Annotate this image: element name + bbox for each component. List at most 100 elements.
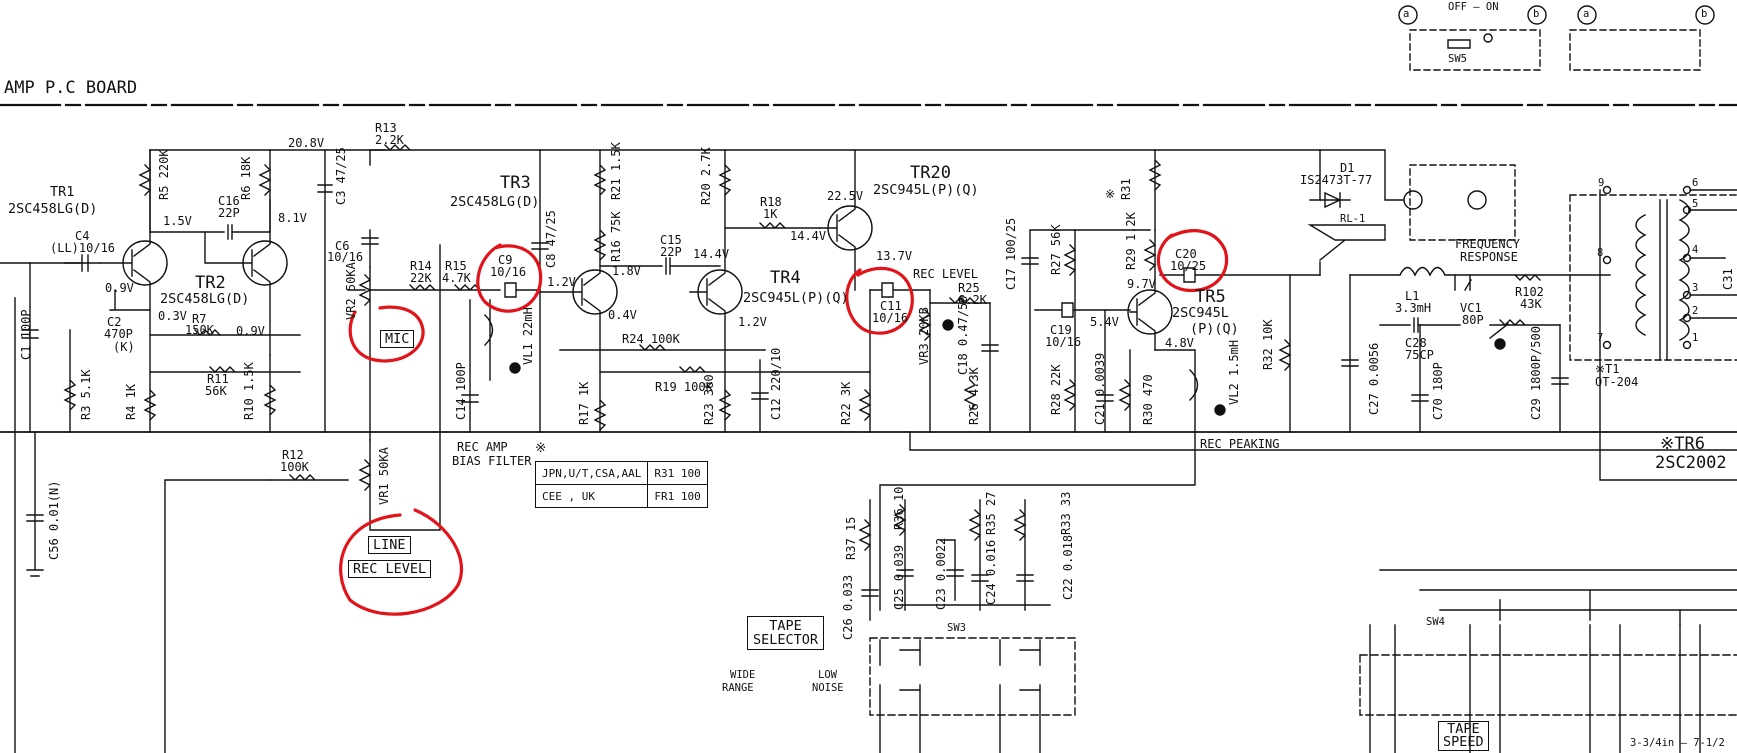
r35-label: R35 27 (984, 491, 998, 535)
switch-off-on: OFF — ON (1448, 1, 1499, 13)
c11-value: 10/16 (872, 311, 909, 325)
r13-value: 2.2K (375, 133, 404, 147)
c31-label: C31 (1721, 268, 1735, 290)
tr4-ref: TR4 (770, 268, 801, 288)
voltage-1-2v-b: 1.2V (738, 315, 767, 329)
vc1-value: 80P (1462, 313, 1484, 327)
t1-pin-9: 9 (1598, 177, 1605, 189)
rec-level-box-label: REC LEVEL (348, 560, 432, 578)
c25-label: C25 0.039 (892, 544, 906, 610)
c19-value: 10/16 (1045, 335, 1082, 349)
c70-label: C70 180P (1431, 362, 1445, 420)
switch-terminal-a: a (1403, 8, 1410, 20)
t1-part: OT-204 (1595, 375, 1639, 389)
t1-pin-8: 8 (1597, 247, 1604, 259)
voltage-13-7v: 13.7V (876, 249, 913, 263)
r31-ref: R31 (1119, 178, 1133, 200)
c9-ref: C9 (498, 253, 513, 267)
region-table: JPN,U/T,CSA,AAL R31 100 CEE , UK FR1 100 (534, 461, 708, 508)
voltage-5-4v: 5.4V (1090, 315, 1119, 329)
r12-ref: R12 (282, 448, 304, 462)
tr3-ref: TR3 (500, 173, 531, 193)
r20-label: R20 2.7K (699, 147, 713, 205)
tr1-part: 2SC458LG(D) (8, 201, 98, 217)
t1-pin-4: 4 (1692, 244, 1699, 256)
tr5-part2: (P)(Q) (1190, 321, 1239, 337)
c18-label: C18 0.47/50 (956, 295, 970, 376)
freq-response-line2: RESPONSE (1460, 250, 1518, 264)
part-cell: FR1 100 (647, 484, 708, 508)
rec-amp-line2: BIAS FILTER (452, 454, 532, 468)
c19-ref: C19 (1050, 323, 1072, 337)
c1-label: C1 100P (19, 309, 33, 360)
r31-asterisk: ※ (1105, 187, 1116, 201)
c2-value: 470P (104, 327, 133, 341)
voltage-20-8v: 20.8V (288, 136, 325, 150)
r3-label: R3 5.1K (79, 369, 93, 420)
c16-value: 22P (218, 206, 240, 220)
sw4-label: SW4 (1426, 616, 1445, 628)
c24-label: C24 0.016 (984, 539, 998, 605)
tr20-part: 2SC945L(P)(Q) (873, 182, 979, 198)
voltage-0-3v: 0.3V (158, 309, 187, 323)
c2-extra: (K) (113, 340, 135, 354)
voltage-8-1v: 8.1V (278, 211, 307, 225)
rec-level-label: REC LEVEL (913, 267, 979, 281)
t1-pin-1: 1 (1692, 332, 1699, 344)
rec-amp-line1: REC AMP (457, 440, 508, 454)
low-noise-line2: NOISE (812, 682, 844, 694)
r18-ref: R18 (760, 195, 782, 209)
c11-ref: C11 (880, 299, 902, 313)
switch2-terminal-b: b (1701, 8, 1708, 20)
wide-range-line1: WIDE (730, 669, 756, 681)
c20-value: 10/25 (1170, 259, 1207, 273)
tr20-ref: TR20 (910, 163, 951, 183)
vl2-label: VL2 1.5mH (1227, 339, 1241, 405)
c12-label: C12 220/10 (769, 347, 783, 420)
c4-value: (LL)10/16 (50, 241, 116, 255)
r11-ref: R11 (207, 372, 229, 386)
r14-value: 22K (410, 271, 432, 285)
r11-value: 56K (205, 384, 227, 398)
r7-ref: R7 (192, 312, 207, 326)
r15-ref: R15 (445, 259, 467, 273)
mic-label: MIC (380, 330, 415, 348)
c20-ref: C20 (1175, 247, 1197, 261)
r12-value: 100K (280, 460, 309, 474)
r14-ref: R14 (410, 259, 432, 273)
c28-value: 75CP (1405, 348, 1434, 362)
r21-label: R21 1.5K (609, 142, 623, 200)
r102-ref: R102 (1515, 285, 1544, 299)
c28-ref: C28 (1405, 336, 1427, 350)
l1-ref: L1 (1405, 289, 1420, 303)
c6-ref: C6 (335, 239, 350, 253)
vr3-label: VR3 20KB (917, 307, 931, 365)
tape-speed-value: 3-3/4in — 7-1/2 (1630, 737, 1725, 749)
voltage-14-4v-b: 14.4V (790, 229, 827, 243)
r15-value: 4.7K (442, 271, 471, 285)
c6-value: 10/16 (327, 250, 364, 264)
vr1-label: VR1 50KA (377, 447, 391, 505)
t1-pin-5: 5 (1692, 198, 1699, 210)
table-row: JPN,U/T,CSA,AAL R31 100 (534, 461, 708, 485)
c16-ref: C16 (218, 194, 240, 208)
r19-label: R19 100K (655, 380, 713, 394)
vr2-label: VR2 50KA (344, 262, 358, 320)
r37-label: R37 15 (844, 516, 858, 560)
t1-pin-6: 6 (1692, 177, 1699, 189)
r32-label: R32 10K (1261, 319, 1275, 370)
vl1-label: VL1 22mH (521, 307, 535, 365)
r27-label: R27 56K (1049, 224, 1063, 275)
r102-value: 43K (1520, 297, 1542, 311)
voltage-1-5v: 1.5V (163, 214, 192, 228)
tr4-part: 2SC945L(P)(Q) (743, 290, 849, 306)
relay-label: RL-1 (1340, 213, 1366, 225)
voltage-9-7v: 9.7V (1127, 277, 1156, 291)
c56-label: C56 0.01(N) (47, 480, 61, 561)
r6-label: R6 18K (239, 156, 253, 200)
r25-value: 6.2K (958, 293, 987, 307)
voltage-1-2v-a: 1.2V (547, 275, 576, 289)
r18-value: 1K (763, 207, 778, 221)
